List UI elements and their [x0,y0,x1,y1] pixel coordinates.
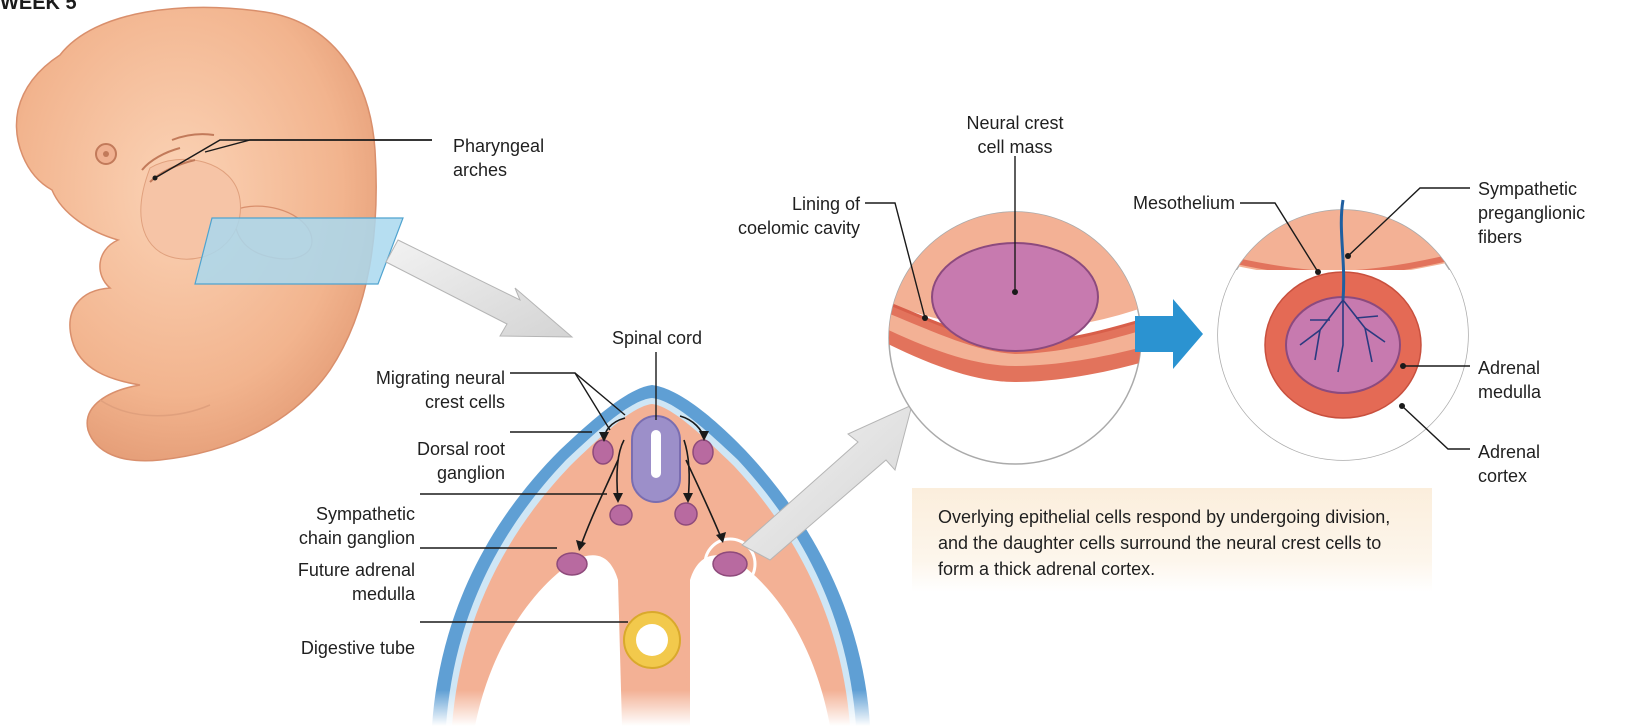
label-future-adrenal-medulla: Future adrenal medulla [250,558,415,606]
label-lining-of-coelomic-cavity: Lining of coelomic cavity [700,192,860,240]
week-label: WEEK 5 [0,0,77,15]
label-digestive-tube: Digestive tube [250,636,415,660]
label-spinal-cord: Spinal cord [592,326,722,350]
label-adrenal-medulla: Adrenal medulla [1478,356,1541,404]
caption-box: Overlying epithelial cells respond by un… [912,488,1432,592]
label-sympathetic-preganglionic-fibers: Sympathetic preganglionic fibers [1478,177,1585,249]
label-migrating-neural-crest-cells: Migrating neural crest cells [330,366,505,414]
label-neural-crest-cell-mass: Neural crest cell mass [930,111,1100,159]
label-adrenal-cortex: Adrenal cortex [1478,440,1540,488]
magnified-circle-2 [1210,200,1480,470]
label-pharyngeal-arches: Pharyngeal arches [453,134,544,182]
label-sympathetic-chain-ganglion: Sympathetic chain ganglion [250,502,415,550]
label-mesothelium: Mesothelium [1080,191,1235,215]
label-dorsal-root-ganglion: Dorsal root ganglion [330,437,505,485]
